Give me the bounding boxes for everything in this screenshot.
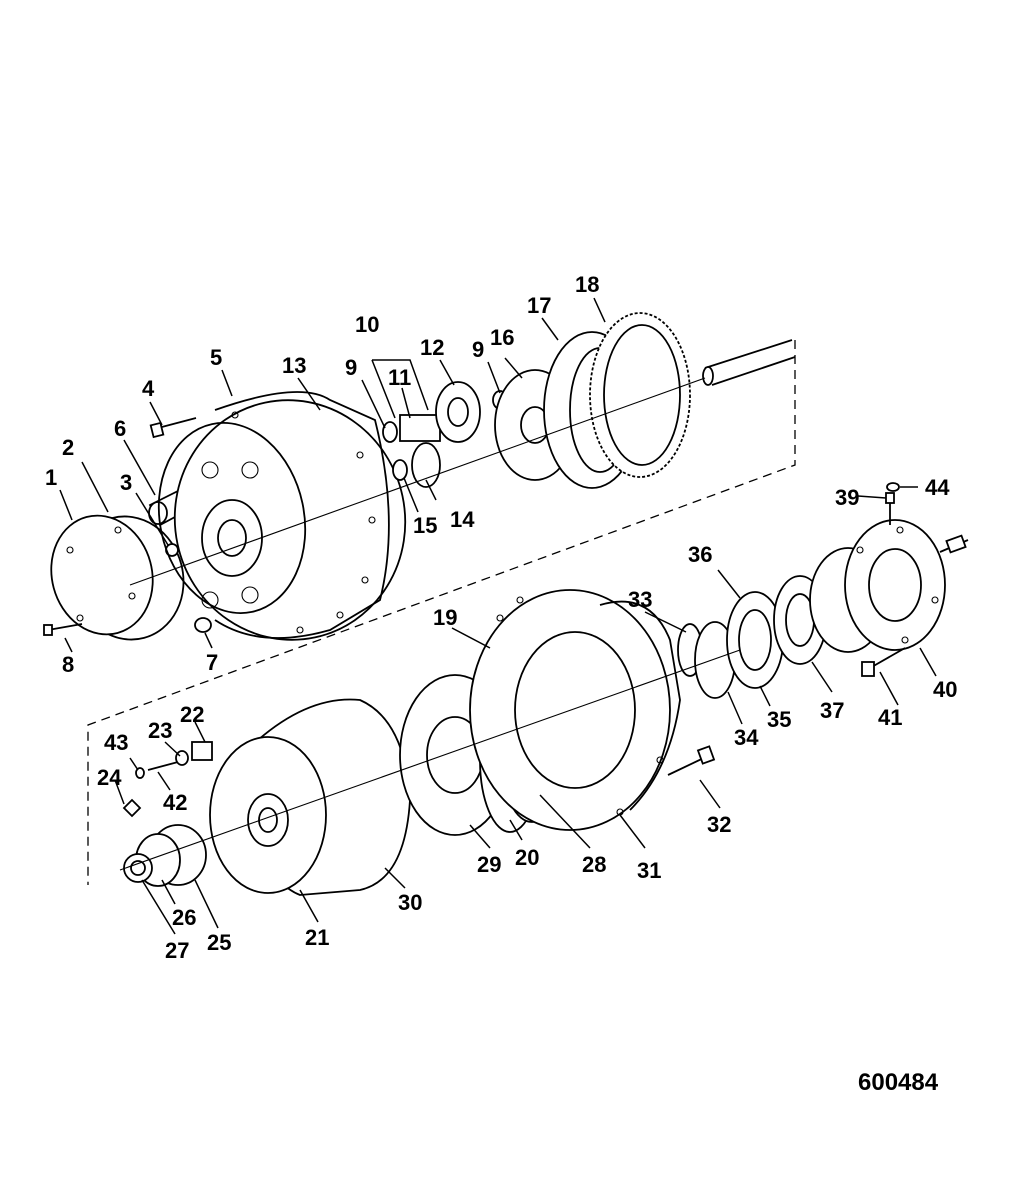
small-hardware-part-22-24-42-43 (122, 741, 213, 818)
callout-22: 22 (180, 702, 204, 727)
bolt-part-4 (149, 417, 197, 439)
leader-lines (59, 297, 937, 935)
callout-7: 7 (206, 650, 218, 675)
callout-13: 13 (282, 353, 306, 378)
callout-19: 19 (433, 605, 457, 630)
bolt-part-41 (861, 647, 906, 677)
callout-9a: 9 (345, 355, 357, 380)
callout-41: 41 (878, 705, 902, 730)
diagram-reference-number: 600484 (858, 1069, 939, 1096)
callout-15: 15 (413, 513, 437, 538)
callout-8: 8 (62, 652, 74, 677)
callout-10: 10 (355, 312, 379, 337)
callout-14: 14 (450, 507, 475, 532)
callout-18: 18 (575, 272, 599, 297)
bearing-nut-part-25-27 (123, 824, 207, 887)
callout-31: 31 (637, 858, 661, 883)
callout-28: 28 (582, 852, 606, 877)
callout-35: 35 (767, 707, 791, 732)
wheel-flange-part-40 (809, 519, 946, 653)
callout-5: 5 (210, 345, 222, 370)
callout-3: 3 (120, 470, 132, 495)
callout-2: 2 (62, 435, 74, 460)
callout-12: 12 (420, 335, 444, 360)
upper-axis-line (129, 377, 706, 586)
fitting-part-39-44 (885, 482, 900, 525)
dashed-assembly-boundary (87, 340, 796, 885)
hub-drum-part-21-30 (209, 698, 411, 896)
callout-20: 20 (515, 845, 539, 870)
callout-43: 43 (104, 730, 128, 755)
callout-16: 16 (490, 325, 514, 350)
callout-34: 34 (734, 725, 759, 750)
end-cover-part-1-2 (50, 514, 185, 641)
callout-23: 23 (148, 718, 172, 743)
callout-39: 39 (835, 485, 859, 510)
sensor-connector (939, 534, 969, 554)
callout-9b: 9 (472, 337, 484, 362)
bearing-set-part-33-37 (677, 575, 827, 699)
callout-4: 4 (142, 376, 155, 401)
callout-29: 29 (477, 852, 501, 877)
callout-1: 1 (45, 465, 57, 490)
hub-housing-part-5-13 (157, 391, 407, 641)
bolt-part-8 (43, 623, 83, 636)
toothed-ring-part-18 (589, 312, 691, 478)
callout-21: 21 (305, 925, 329, 950)
callout-labels: 1 2 3 4 5 6 7 8 9 9 10 11 12 13 14 15 16… (45, 272, 957, 963)
callout-42: 42 (163, 790, 187, 815)
callout-37: 37 (820, 698, 844, 723)
callout-24: 24 (97, 765, 122, 790)
drive-shaft (702, 339, 796, 386)
spider-housing-part-19-31 (469, 589, 681, 831)
callout-33: 33 (628, 587, 652, 612)
lower-axis-line (119, 649, 741, 871)
callout-26: 26 (172, 905, 196, 930)
callout-27: 27 (165, 938, 189, 963)
callout-36: 36 (688, 542, 712, 567)
callout-30: 30 (398, 890, 422, 915)
plug-part-7 (194, 617, 212, 633)
callout-11: 11 (388, 365, 411, 390)
callout-17: 17 (527, 293, 551, 318)
callout-40: 40 (933, 677, 957, 702)
callout-25: 25 (207, 930, 231, 955)
callout-44: 44 (925, 475, 950, 500)
callout-32: 32 (707, 812, 731, 837)
bolt-part-32 (667, 745, 716, 776)
callout-6: 6 (114, 416, 126, 441)
